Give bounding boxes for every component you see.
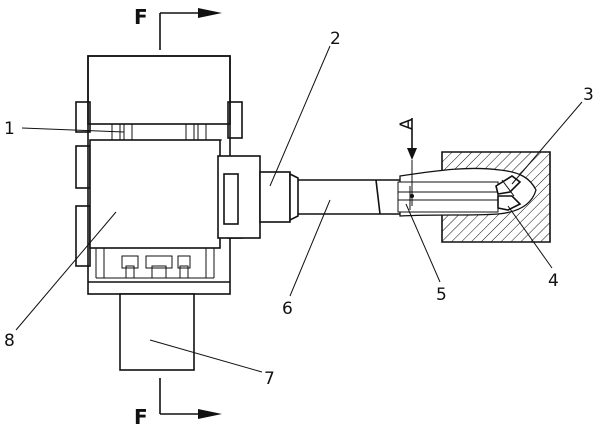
tip <box>495 175 522 211</box>
part-label-7: 7 <box>264 369 275 389</box>
section-label-top: F <box>134 5 148 29</box>
part-label-1: 1 <box>4 119 15 139</box>
bottom-rod <box>119 293 195 371</box>
part-label-6: 6 <box>282 299 293 319</box>
leader-8 <box>15 211 117 331</box>
leader-3 <box>511 101 583 185</box>
section-mark-a: A <box>397 118 417 206</box>
part-label-5: 5 <box>436 285 447 305</box>
inner-block <box>89 139 221 279</box>
part-label-8: 8 <box>4 331 15 351</box>
leader-1 <box>21 127 125 133</box>
coupling <box>217 155 299 239</box>
section-mark-top: F <box>134 5 222 50</box>
part-label-3: 3 <box>583 85 594 105</box>
arrow-head-top <box>198 8 222 18</box>
part-label-4: 4 <box>548 271 559 291</box>
leader-2 <box>269 45 331 187</box>
part-label-2: 2 <box>330 29 341 49</box>
leader-6 <box>289 199 331 297</box>
probe-insert <box>397 181 499 213</box>
leader-5 <box>405 203 441 283</box>
leader-lines <box>15 45 583 373</box>
rod-tube <box>298 179 410 215</box>
arrow-head-bottom <box>198 409 222 419</box>
part-labels: 1 2 3 4 5 6 7 8 <box>4 29 594 389</box>
section-label-bottom: F <box>134 405 148 429</box>
top-cap <box>87 55 231 125</box>
section-label-a: A <box>397 118 417 130</box>
section-mark-bottom: F <box>134 378 222 429</box>
leader-7 <box>149 339 263 373</box>
leader-4 <box>507 205 553 269</box>
connector-part-2 <box>259 171 291 223</box>
